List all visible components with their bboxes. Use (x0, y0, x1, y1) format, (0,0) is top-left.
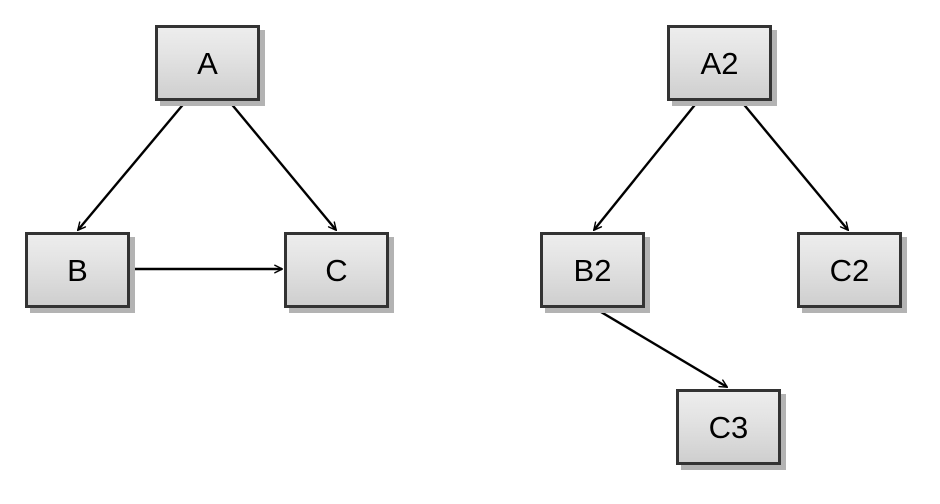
node-a[interactable]: A (155, 25, 260, 101)
edge-a-to-c (228, 100, 336, 230)
node-c[interactable]: C (284, 232, 389, 308)
edges-group (78, 100, 848, 389)
edge-a2-to-b2 (594, 100, 699, 230)
edge-a-to-b (78, 100, 187, 230)
node-label-b: B (67, 252, 88, 288)
node-label-c3: C3 (708, 409, 749, 445)
node-a2[interactable]: A2 (667, 25, 772, 101)
node-label-a2: A2 (700, 45, 739, 81)
node-label-a: A (197, 45, 218, 81)
node-label-c: C (325, 252, 348, 288)
node-c3[interactable]: C3 (676, 389, 781, 465)
node-b2[interactable]: B2 (540, 232, 645, 308)
edge-a2-to-c2 (740, 100, 848, 230)
node-c2[interactable]: C2 (797, 232, 902, 308)
node-label-b2: B2 (573, 252, 612, 288)
edge-b2-to-c3 (595, 307, 727, 389)
node-b[interactable]: B (25, 232, 130, 308)
node-label-c2: C2 (829, 252, 870, 288)
